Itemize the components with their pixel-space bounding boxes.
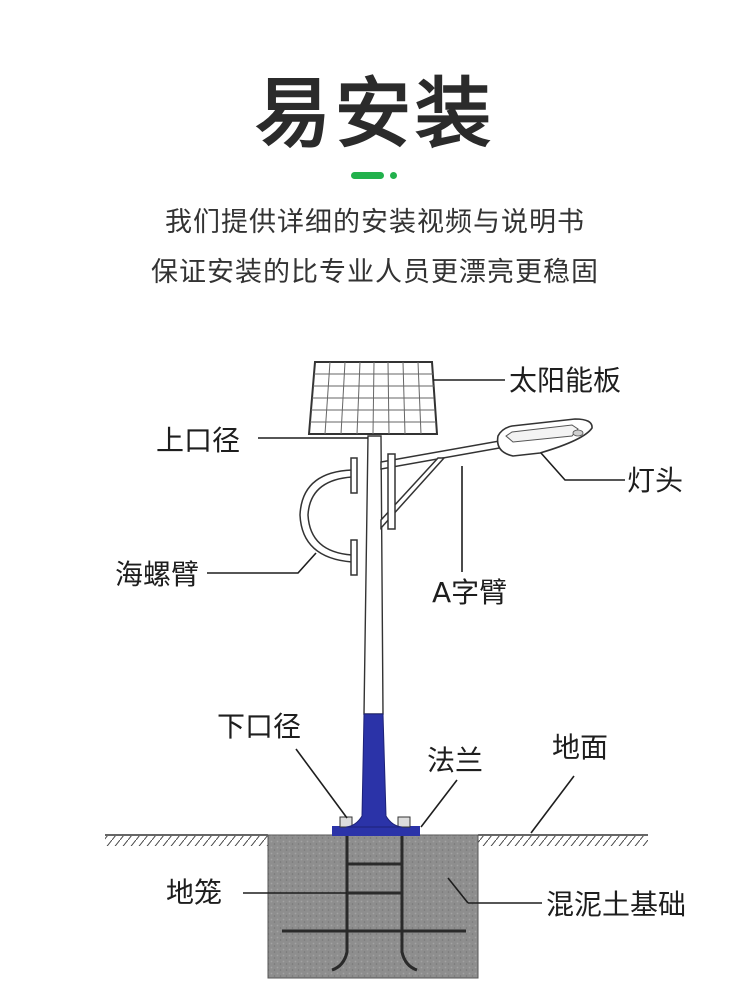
label-sea-snail-arm: 海螺臂 [115,558,199,591]
solar-panel [307,361,439,435]
label-bottom-diameter: 下口径 [217,710,301,743]
label-top-diameter: 上口径 [156,424,240,457]
ground-cage [282,825,466,972]
page-title: 易安装 [255,69,495,158]
label-ground-cage: 地笼 [166,876,222,909]
label-ground: 地面 [552,731,608,764]
title-accent [351,172,401,180]
sea-snail-arm [299,457,358,576]
ground-surface [105,834,648,846]
subtitle-line-2: 保证安装的比专业人员更漂亮更稳固 [151,257,599,288]
pole-upper [363,435,384,715]
subtitle-line-1: 我们提供详细的安装视频与说明书 [165,207,585,238]
label-solar-panel: 太阳能板 [509,364,621,397]
label-flange: 法兰 [427,744,483,777]
accent-dot [390,172,397,179]
callout-lines [207,379,625,904]
lamp-head [496,418,593,457]
a-shaped-arm [380,439,506,530]
label-a-arm: A字臂 [432,576,507,609]
concrete-foundation [267,834,479,979]
pole-base [345,713,403,828]
accent-bar [351,172,384,179]
label-concrete-foundation: 混泥土基础 [546,888,686,921]
label-lamp-head: 灯头 [627,464,683,497]
flange [332,826,420,836]
